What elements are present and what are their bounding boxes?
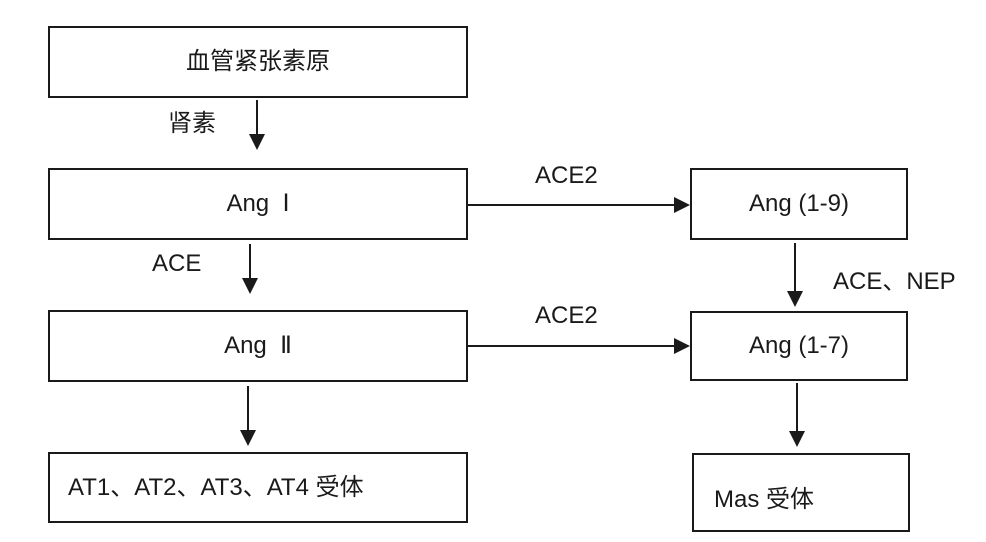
edge-label-ace-nep: ACE、NEP [833,268,956,295]
node-ang-1-9: Ang (1-9) [690,168,908,240]
node-mas-receptor-label: Mas 受体 [714,485,815,513]
arrow-stem [796,383,798,431]
edge-label-ace2-upper: ACE2 [535,162,598,189]
arrowhead-down-icon [240,430,256,446]
arrowhead-down-icon [242,278,258,294]
node-ang-ii: Ang Ⅱ [48,310,468,382]
edge-label-renin: 肾素 [168,110,216,137]
node-mas-receptor: Mas 受体 [692,453,910,532]
arrow-ang-1-7-to-mas [789,383,805,447]
node-angiotensinogen: 血管紧张素原 [48,26,468,98]
arrow-stem [256,100,258,134]
arrow-ang-i-to-ang-ii [242,244,258,294]
arrow-stem [247,386,249,430]
node-ang-i-label: Ang Ⅰ [226,190,290,217]
node-ang-i: Ang Ⅰ [48,168,468,240]
arrowhead-down-icon [789,431,805,447]
arrow-stem [794,243,796,291]
edge-label-ace: ACE [152,250,202,277]
arrow-ang-1-9-to-ang-1-7 [787,243,803,307]
arrow-stem [249,244,251,278]
arrow-angiotensinogen-to-ang-i [249,100,265,150]
arrowhead-down-icon [249,134,265,150]
node-ang-ii-label: Ang Ⅱ [224,332,292,359]
arrow-ang-ii-to-at-receptors [240,386,256,446]
edge-label-ace2-lower: ACE2 [535,302,598,329]
arrow-stem [468,204,674,206]
node-angiotensinogen-label: 血管紧张素原 [186,48,330,75]
arrowhead-down-icon [787,291,803,307]
node-ang-1-7: Ang (1-7) [690,311,908,381]
node-ang-1-9-label: Ang (1-9) [748,190,850,217]
arrowhead-right-icon [674,338,690,354]
arrow-ang-i-to-ang-1-9 [468,197,690,213]
arrow-ang-ii-to-ang-1-7 [468,338,690,354]
arrow-stem [468,345,674,347]
node-at-receptors: AT1、AT2、AT3、AT4 受体 [48,452,468,523]
arrowhead-right-icon [674,197,690,213]
node-ang-1-7-label: Ang (1-7) [748,332,850,359]
node-at-receptors-label: AT1、AT2、AT3、AT4 受体 [68,473,364,501]
